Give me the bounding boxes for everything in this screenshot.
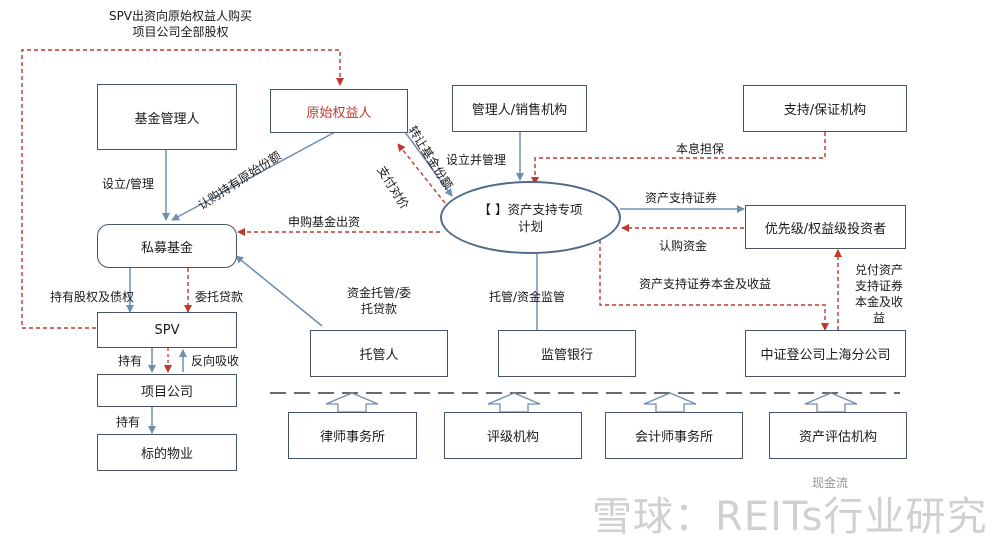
arrow-interest-guarantee <box>531 132 826 185</box>
appraisal-agency-box: 资产评估机构 <box>769 412 907 459</box>
label-abs-principal-income: 资产支持证券本金及收益 <box>638 277 771 291</box>
label-spv-buy: SPV出资向原始权益人购买项目公司全部股权 <box>108 9 253 39</box>
label-hold-2: 持有 <box>116 415 141 429</box>
label-setup-manage: 设立/管理 <box>102 177 155 191</box>
accounting-firm-box: 会计师事务所 <box>605 412 743 459</box>
arrow-transfer-fund-share <box>404 131 453 197</box>
target-property-box: 标的物业 <box>97 434 237 471</box>
label-setup-and-manage: 设立并管理 <box>446 153 507 167</box>
arrow-spv-buy-equity <box>21 49 344 329</box>
label-entrusted-loan: 委托贷款 <box>195 290 244 304</box>
watermark-small: 现金流 <box>812 476 849 490</box>
label-fund-custody-loan: 资金托管/委托贷款 <box>346 286 412 316</box>
arrow-abs-principal <box>599 240 829 331</box>
label-interest-guarantee: 本息担保 <box>676 142 725 156</box>
label-subscribe-fund-contribution: 申购基金出资 <box>288 215 361 229</box>
label-hold-equity-debt: 持有股权及债权 <box>50 290 135 304</box>
spv-box: SPV <box>97 312 237 348</box>
fund-manager-box: 基金管理人 <box>97 84 237 150</box>
label-pay-abs-principal: 兑付资产支持证券本金及收益 <box>854 263 903 325</box>
supervising-bank-box: 监管银行 <box>498 330 636 377</box>
csdc-box: 中证登公司上海分公司 <box>745 330 906 377</box>
arrow-fund-custody <box>235 255 323 327</box>
abs-plan-ellipse: 【 】资产支持专项计划 <box>440 181 621 254</box>
private-fund-box: 私募基金 <box>97 224 237 268</box>
original-holder-box: 原始权益人 <box>270 89 408 133</box>
label-hold-1: 持有 <box>118 354 143 368</box>
project-company-box: 项目公司 <box>97 374 237 407</box>
investors-box: 优先级/权益级投资者 <box>745 205 906 249</box>
block-arrow-law <box>325 392 379 413</box>
block-arrow-accounting <box>643 392 697 413</box>
guarantor-box: 支持/保证机构 <box>743 85 907 132</box>
custodian-box: 托管人 <box>310 330 448 377</box>
arrow-pay-price <box>397 143 446 204</box>
block-arrow-rating <box>487 392 541 413</box>
block-arrow-appraisal <box>804 392 858 413</box>
label-reverse-absorb: 反向吸收 <box>191 354 240 368</box>
label-subscription-funds: 认购资金 <box>659 239 708 253</box>
rating-agency-box: 评级机构 <box>444 412 582 459</box>
label-custody-supervision: 托管/资金监管 <box>489 290 566 304</box>
watermark-main: 雪球：REITs行业研究 <box>592 494 988 540</box>
arrow-subscribe-original <box>171 131 336 221</box>
manager-sales-box: 管理人/销售机构 <box>452 85 587 132</box>
label-abs-securities: 资产支持证券 <box>645 191 718 205</box>
law-firm-box: 律师事务所 <box>288 412 417 459</box>
